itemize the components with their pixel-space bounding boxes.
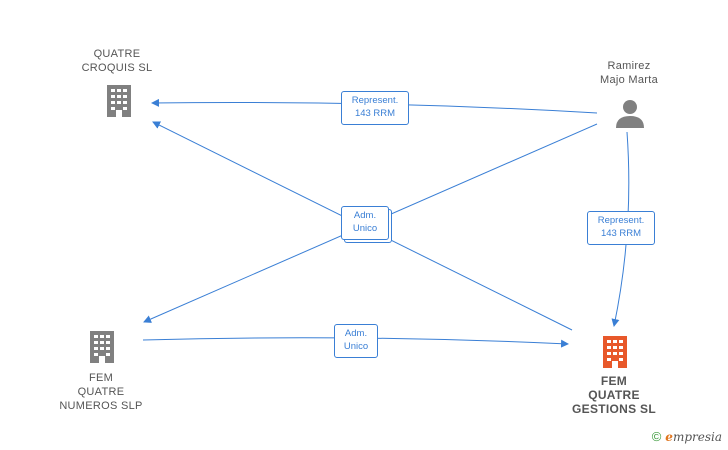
node-label-fem-gestions: FEM QUATRE GESTIONS SL bbox=[572, 374, 656, 416]
copyright-icon: © bbox=[651, 429, 662, 444]
brand-footer: ©empresia bbox=[652, 429, 722, 444]
edge-label-represent-top[interactable]: Represent. 143 RRM bbox=[341, 91, 409, 125]
building-icon[interactable] bbox=[599, 334, 631, 370]
edge-label-adm-bottom[interactable]: Adm. Unico bbox=[334, 324, 378, 358]
brand-logo: empresia bbox=[665, 430, 722, 444]
building-icon[interactable] bbox=[103, 83, 135, 119]
node-label-ramirez: Ramirez Majo Marta bbox=[599, 60, 659, 86]
edge-label-represent-right[interactable]: Represent. 143 RRM bbox=[587, 211, 655, 245]
building-icon[interactable] bbox=[86, 329, 118, 365]
edge-label-adm-center[interactable]: Adm. Unico bbox=[341, 206, 389, 240]
person-icon[interactable] bbox=[614, 97, 646, 129]
node-label-fem-numeros: FEM QUATRE NUMEROS SLP bbox=[59, 372, 143, 412]
node-label-quatre-croquis: QUATRE CROQUIS SL bbox=[81, 48, 153, 74]
